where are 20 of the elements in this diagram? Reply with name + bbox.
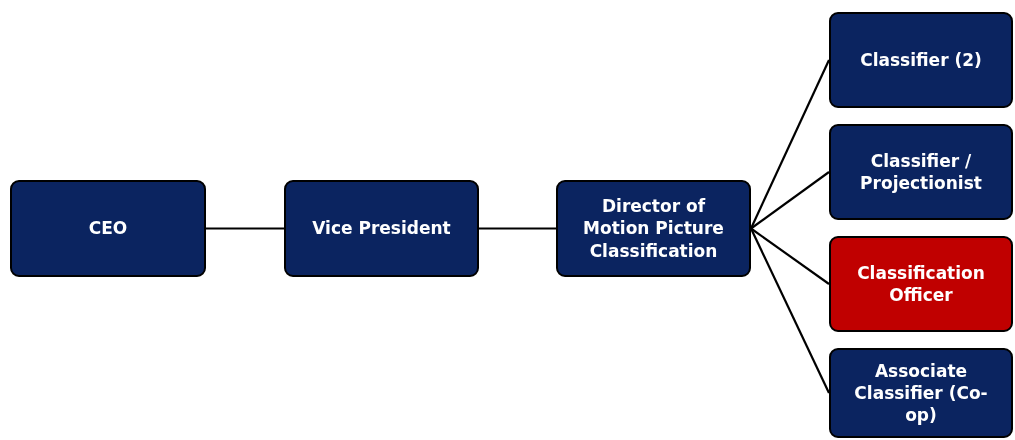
connector-line: [206, 227, 284, 230]
role-title: Classifier / Projectionist: [859, 149, 983, 195]
org-box: [284, 180, 479, 277]
org-box: [829, 124, 1013, 220]
role-title: CEO: [88, 217, 128, 240]
org-box: [556, 180, 751, 277]
org-box: [829, 348, 1013, 438]
connector-line: [750, 59, 830, 229]
org-box: [829, 12, 1013, 108]
connector-line: [750, 171, 830, 230]
connector-line: [750, 227, 830, 285]
connector-line: [750, 228, 830, 394]
connector-line: [479, 227, 556, 230]
org-box: [829, 236, 1013, 332]
role-title: Director of Motion Picture Classification: [582, 195, 725, 262]
role-title: Vice President: [312, 217, 451, 240]
role-title: Associate Classifier (Co-op): [853, 359, 989, 427]
role-title: Classification Officer: [856, 261, 986, 307]
role-title: Classifier (2): [860, 48, 982, 72]
org-box: [10, 180, 206, 277]
